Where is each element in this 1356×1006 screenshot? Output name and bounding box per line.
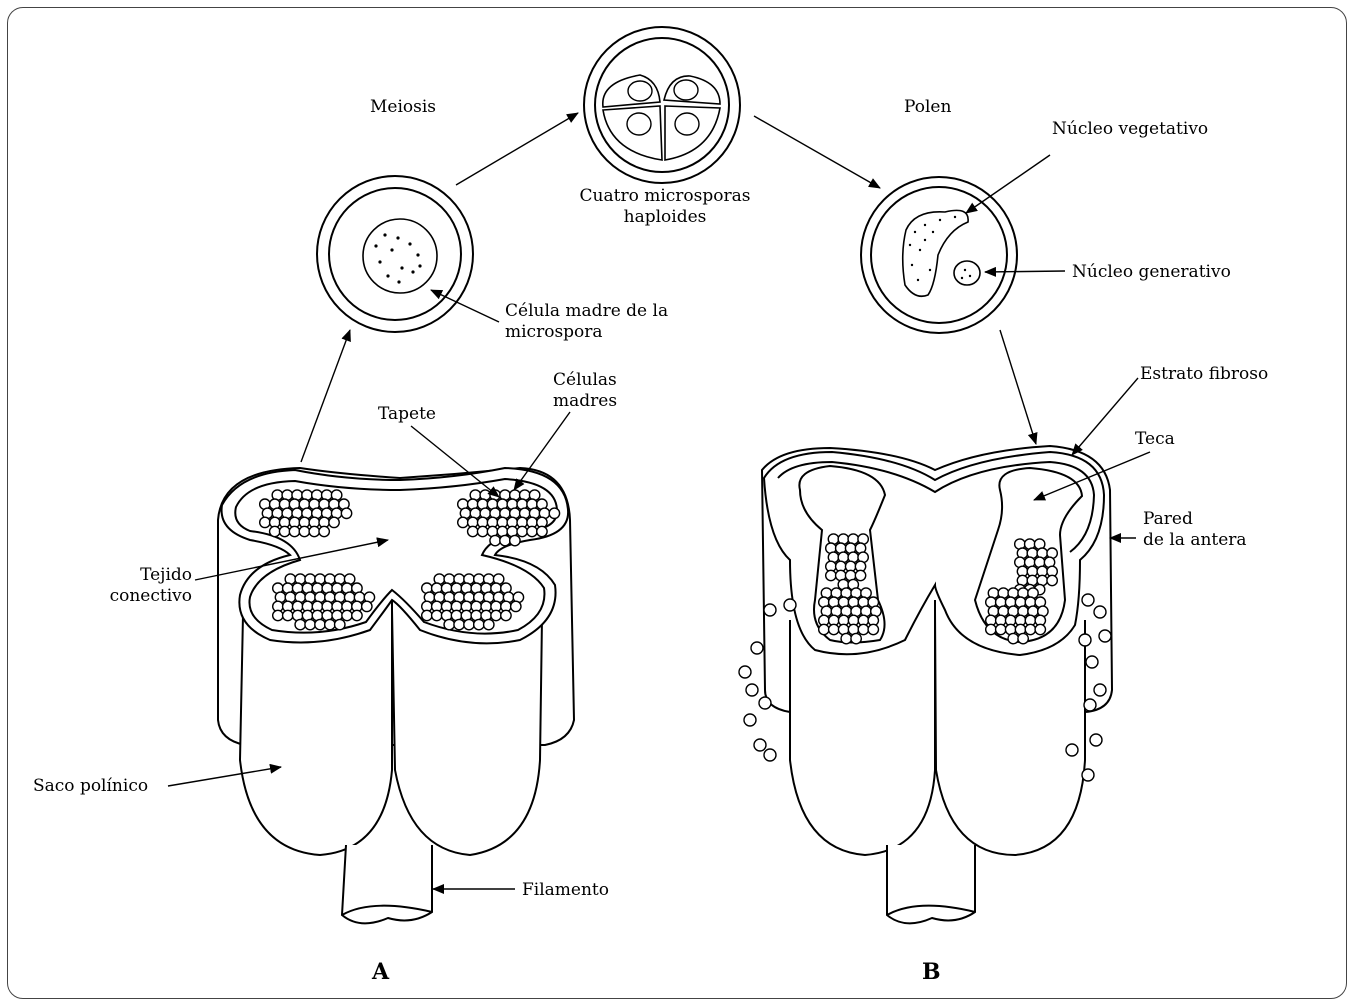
- cell: [444, 619, 454, 629]
- cell: [474, 619, 484, 629]
- pollen-grain-loose: [1082, 769, 1094, 781]
- pollen-grain-loose: [746, 684, 758, 696]
- cell: [1018, 633, 1028, 643]
- cell: [511, 601, 521, 611]
- cell: [273, 610, 283, 620]
- cell: [1047, 575, 1057, 585]
- pollen-grain-loose: [739, 666, 751, 678]
- pollen-grain-loose: [1079, 634, 1091, 646]
- cell: [270, 526, 280, 536]
- label-mother-cells: Células madres: [553, 370, 615, 412]
- cell: [279, 526, 289, 536]
- cell: [325, 619, 335, 629]
- cell: [1035, 624, 1045, 634]
- anther-b: [762, 446, 1112, 923]
- cell: [841, 633, 851, 643]
- cell: [517, 526, 527, 536]
- tetrad: [584, 27, 740, 183]
- cell: [335, 619, 345, 629]
- pollen-grain-loose: [1084, 699, 1096, 711]
- cell: [1008, 633, 1018, 643]
- cell: [319, 526, 329, 536]
- label-microspore-mother-cell: Célula madre de la microspora: [505, 301, 668, 343]
- pollen-grain-loose: [744, 714, 756, 726]
- cell: [305, 619, 315, 629]
- cell: [422, 610, 432, 620]
- label-pollen: Polen: [904, 97, 951, 118]
- panel-label-b: B: [922, 962, 941, 983]
- cell: [260, 517, 270, 527]
- cell: [458, 517, 468, 527]
- label-fibrous-layer: Estrato fibroso: [1140, 364, 1268, 385]
- label-four-microspores: Cuatro microsporas haploides: [560, 186, 770, 228]
- cell: [464, 619, 474, 629]
- cell: [491, 610, 501, 620]
- label-anther-wall: Pared de la antera: [1143, 509, 1247, 551]
- pollen-grain-loose: [759, 697, 771, 709]
- pollen-grain: [861, 177, 1017, 333]
- cell: [289, 526, 299, 536]
- cell: [851, 633, 861, 643]
- cell: [527, 526, 537, 536]
- cell: [537, 526, 547, 536]
- cell: [362, 601, 372, 611]
- cell: [309, 526, 319, 536]
- pollen-grain-loose: [764, 749, 776, 761]
- cell: [299, 526, 309, 536]
- cell: [432, 610, 442, 620]
- cell: [490, 535, 500, 545]
- cell: [829, 624, 839, 634]
- cell: [510, 535, 520, 545]
- pollen-grain-loose: [1086, 656, 1098, 668]
- cell: [477, 526, 487, 536]
- cell: [826, 570, 836, 580]
- cell: [352, 610, 362, 620]
- pollen-grain-loose: [751, 642, 763, 654]
- cell: [342, 610, 352, 620]
- label-filament: Filamento: [522, 880, 609, 901]
- pollen-grain-loose: [1066, 744, 1078, 756]
- cell: [549, 508, 559, 518]
- label-tapetum: Tapete: [378, 404, 436, 425]
- pollen-grain-loose: [754, 739, 766, 751]
- pollen-grain-loose: [1094, 606, 1106, 618]
- cell: [295, 619, 305, 629]
- cell: [283, 610, 293, 620]
- cell: [858, 624, 868, 634]
- cell: [341, 508, 351, 518]
- cell: [986, 624, 996, 634]
- pollen-grain-loose: [1094, 684, 1106, 696]
- pollen-grain-loose: [1082, 594, 1094, 606]
- cell: [1025, 624, 1035, 634]
- cell: [454, 619, 464, 629]
- mother-cell: [317, 176, 473, 332]
- cell: [484, 619, 494, 629]
- label-vegetative-nucleus: Núcleo vegetativo: [1052, 119, 1208, 140]
- cell: [819, 624, 829, 634]
- label-meiosis: Meiosis: [370, 97, 436, 118]
- cell: [468, 526, 478, 536]
- panel-label-a: A: [372, 962, 389, 983]
- pollen-grain-loose: [784, 599, 796, 611]
- pollen-grain-loose: [1099, 630, 1111, 642]
- pollen-grain-loose: [1090, 734, 1102, 746]
- cell: [329, 517, 339, 527]
- label-connective-tissue: Tejido conectivo: [100, 565, 192, 607]
- label-generative-nucleus: Núcleo generativo: [1072, 262, 1231, 283]
- cell: [501, 610, 511, 620]
- cell: [500, 535, 510, 545]
- cell: [868, 624, 878, 634]
- pollen-grain-loose: [764, 604, 776, 616]
- cell: [315, 619, 325, 629]
- cell: [855, 570, 865, 580]
- cell: [996, 624, 1006, 634]
- label-theca: Teca: [1135, 429, 1175, 450]
- label-pollen-sac: Saco polínico: [33, 776, 148, 797]
